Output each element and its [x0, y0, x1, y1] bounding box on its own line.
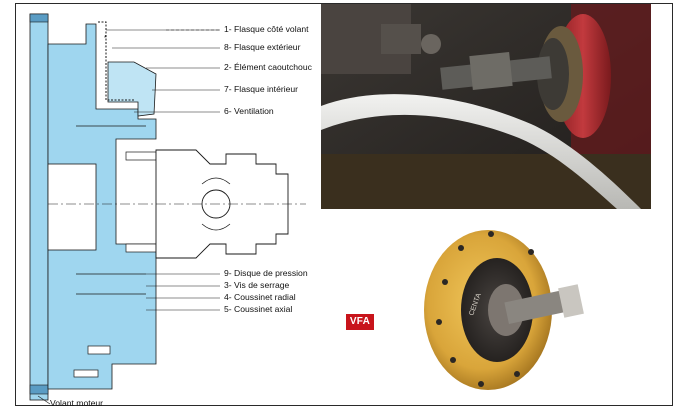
label-flasque-interieur: 7- Flasque intérieur — [224, 84, 299, 94]
label-element-caoutchouc: 2- Élément caoutchouc — [224, 62, 312, 72]
flywheel-top-block — [29, 13, 49, 23]
label-volant-moteur: Volant moteur — [50, 398, 104, 408]
coupling-cross-section-diagram — [29, 13, 306, 405]
joint-yoke-upper — [201, 177, 231, 185]
bolt-bottom — [87, 345, 111, 355]
driveline-photo — [321, 4, 651, 209]
asterisk-mark: * — [104, 35, 107, 42]
label-coussinet-radial: 4- Coussinet radial — [224, 292, 296, 302]
bolt-lower — [125, 243, 157, 253]
label-ventilation: 6- Ventilation — [224, 106, 274, 116]
white-hose — [321, 94, 641, 209]
leader-lines — [37, 29, 220, 405]
flange-body — [47, 23, 157, 390]
label-flasque-exterieur: 8- Flasque extérieur — [224, 42, 301, 52]
flywheel-body — [29, 13, 49, 401]
rubber-element — [107, 61, 157, 117]
bolt-upper — [125, 151, 157, 161]
flywheel-bottom-block — [29, 384, 49, 395]
label-coussinet-axial: 5- Coussinet axial — [224, 304, 293, 314]
label-flasque-volant: 1- Flasque côté volant — [224, 24, 309, 34]
label-disque-pression: 9- Disque de pression — [224, 268, 308, 278]
coupling-product-photo: CENTA — [321, 212, 651, 405]
label-vis-serrage: 3- Vis de serrage — [224, 280, 290, 290]
shaft-bore — [47, 163, 97, 251]
bolt-base — [73, 369, 99, 378]
disc-bolts — [436, 231, 534, 387]
vfa-badge: VFA — [346, 314, 374, 330]
coupling-shaft — [504, 290, 568, 324]
panel-separator — [319, 4, 321, 405]
outer-flange-line — [98, 21, 134, 101]
joint-yoke-lower — [201, 223, 231, 231]
